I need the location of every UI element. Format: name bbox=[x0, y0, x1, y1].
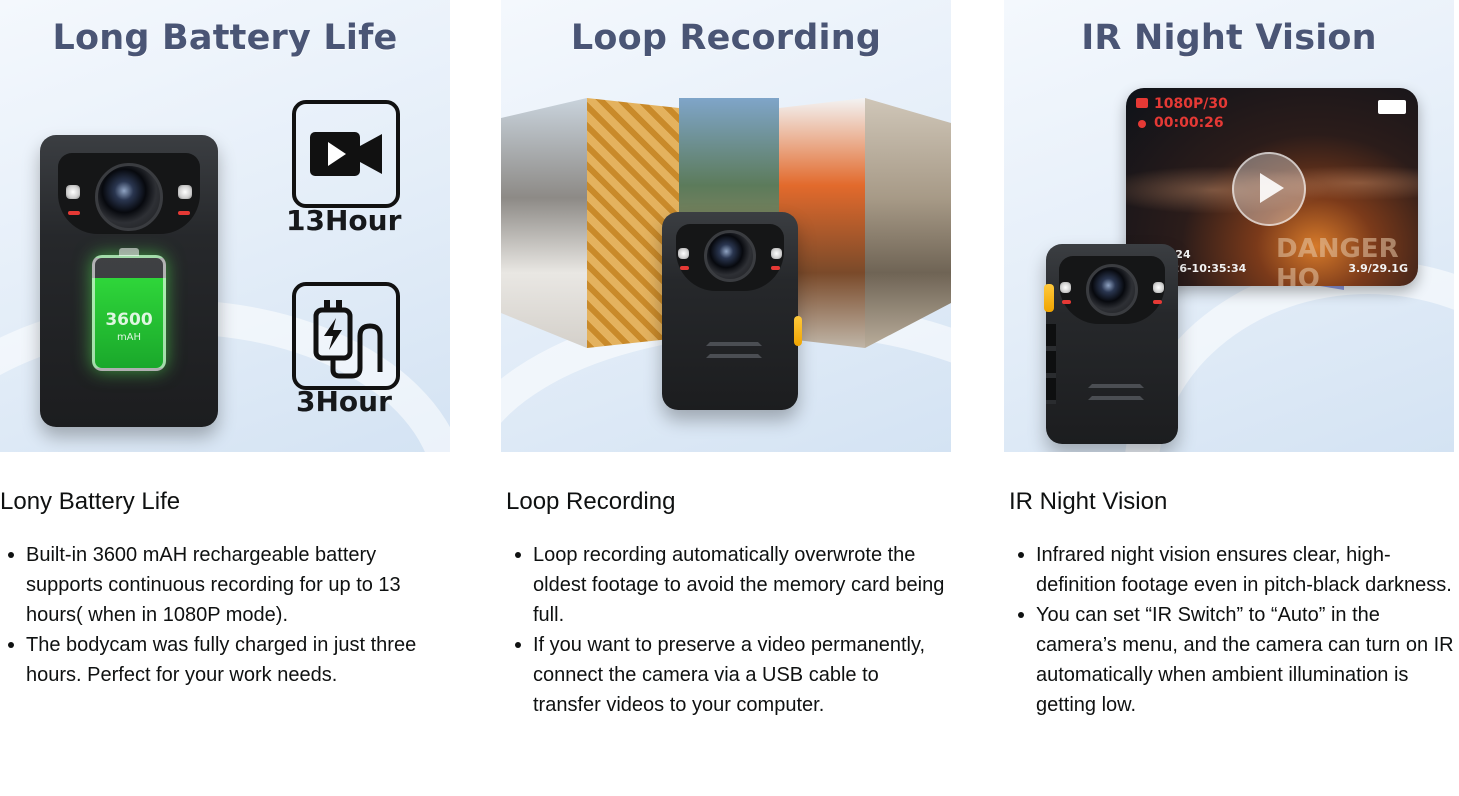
osd-timer: 00:00:26 bbox=[1154, 115, 1224, 131]
list-item: Infrared night vision ensures clear, hig… bbox=[1010, 540, 1459, 600]
osd-datetime: 5/26-10:35:34 bbox=[1160, 262, 1247, 275]
camera-lens bbox=[704, 230, 756, 282]
charge-duration-label: 3Hour bbox=[296, 385, 392, 418]
video-camera-icon bbox=[292, 100, 400, 208]
osd-resolution: 1080P/30 bbox=[1154, 96, 1228, 112]
panel-title: Long Battery Life bbox=[52, 18, 398, 58]
record-button bbox=[794, 316, 802, 346]
bodycam-graphic: 3600 mAH bbox=[40, 135, 218, 427]
battery-unit-label: mAH bbox=[116, 332, 142, 343]
panel-title: Loop Recording bbox=[570, 18, 882, 58]
feature-bullet-list: Built-in 3600 mAH rechargeable battery s… bbox=[0, 540, 450, 690]
feature-card-loop-recording: Loop Recording Loop Recording Loop recor… bbox=[501, 0, 951, 716]
list-item: You can set “IR Switch” to “Auto” in the… bbox=[1010, 600, 1459, 720]
bodycam-graphic bbox=[662, 212, 802, 410]
feature-heading: Loop Recording bbox=[506, 488, 676, 515]
play-icon bbox=[1232, 152, 1306, 226]
feature-card-battery: Long Battery Life 3600 mAH 13Hour bbox=[0, 0, 450, 686]
record-dot-icon bbox=[1138, 120, 1146, 128]
camera-lens bbox=[95, 163, 163, 231]
osd-storage: 3.9/29.1G bbox=[1348, 262, 1408, 275]
feature-heading: Lony Battery Life bbox=[0, 488, 181, 515]
feature-card-night-vision: IR Night Vision 1080P/30 00:00:26 DANGER… bbox=[1004, 0, 1454, 716]
list-item: Built-in 3600 mAH rechargeable battery s… bbox=[0, 540, 450, 630]
battery-capacity-label: 3600 bbox=[105, 310, 153, 330]
list-item: The bodycam was fully charged in just th… bbox=[0, 630, 450, 690]
night-vision-feature-image: IR Night Vision 1080P/30 00:00:26 DANGER… bbox=[1004, 0, 1454, 452]
record-icon bbox=[1136, 98, 1148, 108]
panel-title: IR Night Vision bbox=[1081, 18, 1377, 58]
loop-recording-feature-image: Loop Recording bbox=[501, 0, 951, 452]
list-item: If you want to preserve a video permanen… bbox=[507, 630, 947, 720]
photo-tile bbox=[501, 98, 587, 348]
battery-feature-image: Long Battery Life 3600 mAH 13Hour bbox=[0, 0, 450, 452]
record-duration-label: 13Hour bbox=[286, 204, 402, 237]
record-button bbox=[1044, 284, 1054, 312]
battery-indicator-icon bbox=[1378, 100, 1406, 114]
list-item: Loop recording automatically overwrote t… bbox=[507, 540, 947, 630]
feature-bullet-list: Loop recording automatically overwrote t… bbox=[507, 540, 947, 720]
feature-heading: IR Night Vision bbox=[1009, 488, 1168, 515]
bodycam-graphic bbox=[1044, 244, 1178, 444]
feature-bullet-list: Infrared night vision ensures clear, hig… bbox=[1010, 540, 1459, 720]
charging-plug-icon bbox=[292, 282, 400, 390]
camera-lens bbox=[1086, 264, 1138, 316]
battery-icon: 3600 mAH bbox=[92, 248, 166, 371]
sign-text: DANGER HO bbox=[1276, 234, 1399, 286]
photo-tile bbox=[865, 98, 951, 348]
